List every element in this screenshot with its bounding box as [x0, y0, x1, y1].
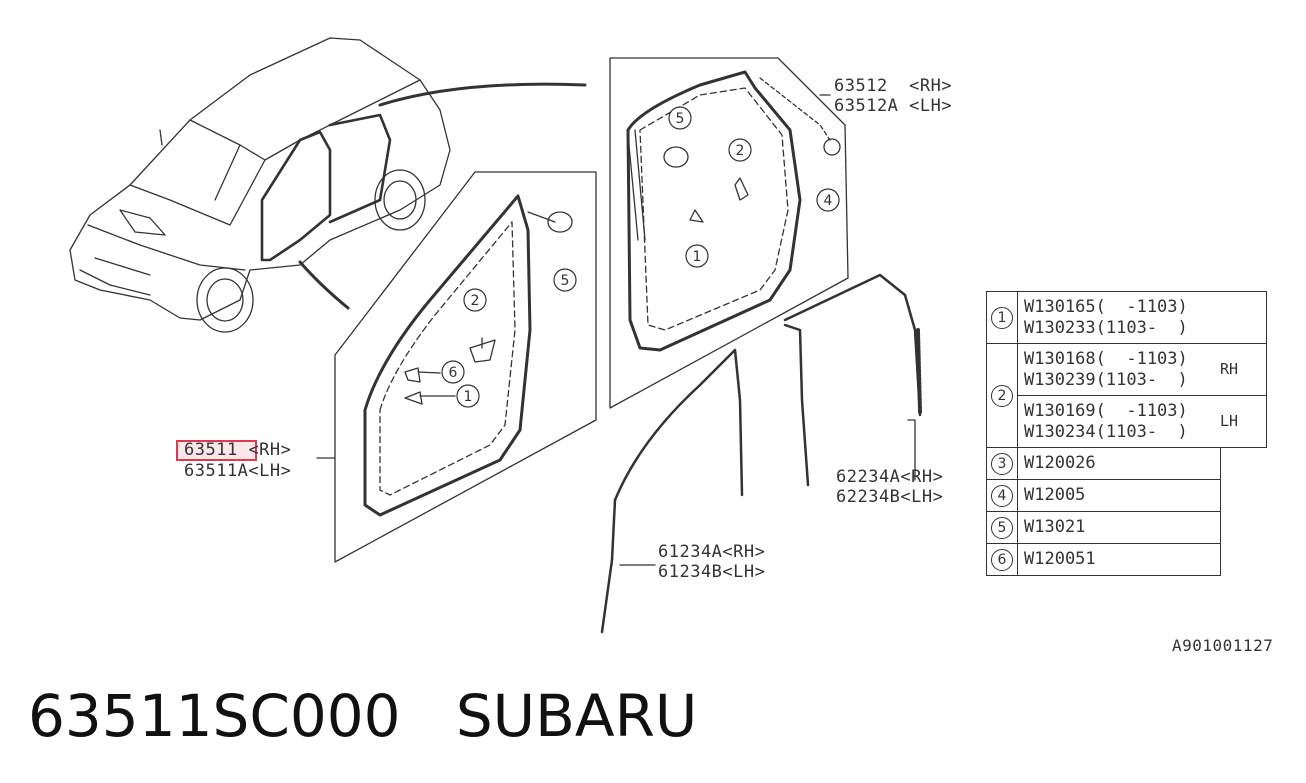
- part-code[interactable]: W130168( -1103): [1024, 348, 1188, 369]
- svg-text:1: 1: [464, 389, 473, 405]
- label-63511a-lh[interactable]: 63511A<LH>: [184, 461, 291, 481]
- part-code[interactable]: W130234(1103- ): [1024, 421, 1188, 442]
- circle-number: 2: [991, 384, 1013, 407]
- callout-circles: 5 2 6 1 5 2 1 4: [441, 106, 840, 408]
- circle-number: 4: [991, 484, 1013, 507]
- label-62234b-lh[interactable]: 62234B<LH>: [836, 487, 944, 507]
- label-61234b-lh[interactable]: 61234B<LH>: [658, 562, 766, 582]
- svg-text:5: 5: [676, 111, 685, 127]
- svg-text:2: 2: [736, 143, 745, 159]
- part-number-63511[interactable]: 63511: [184, 440, 238, 460]
- table-row: 1 W130165( -1103)W130233(1103- ): [986, 291, 1267, 344]
- part-code[interactable]: W120051: [1017, 543, 1221, 576]
- table-row: 6 W120051: [986, 543, 1267, 576]
- part-code[interactable]: W130239(1103- ): [1024, 369, 1188, 390]
- svg-text:6: 6: [449, 365, 458, 381]
- side-label: LH: [1220, 395, 1267, 448]
- table-row: 5 W13021: [986, 511, 1267, 544]
- front-door-panel: [334, 171, 597, 563]
- table-row: W130169( -1103)W130234(1103- ) LH: [987, 395, 1267, 448]
- lh-suffix: <LH>: [248, 461, 292, 481]
- footer-title: 63511SC000 SUBARU: [28, 682, 697, 750]
- parts-table: 1 W130165( -1103)W130233(1103- ) 2 W1301…: [986, 291, 1267, 576]
- highlight-box: [176, 440, 257, 461]
- svg-text:2: 2: [471, 293, 480, 309]
- circle-number: 6: [991, 548, 1013, 571]
- label-63511-rh[interactable]: 63511 <RH>: [184, 440, 291, 460]
- callout-2-front: 2: [463, 288, 487, 312]
- label-61234a-rh[interactable]: 61234A<RH>: [658, 542, 766, 562]
- part-code[interactable]: W130233(1103- ): [1024, 317, 1188, 338]
- part-number-63511a[interactable]: 63511A: [184, 461, 249, 481]
- callout-4-rear: 4: [816, 188, 840, 212]
- callout-1-rear: 1: [685, 244, 709, 268]
- callout-6-front: 6: [441, 360, 465, 384]
- callout-1-front: 1: [456, 384, 480, 408]
- callout-5-rear: 5: [668, 106, 692, 130]
- table-row: 2 W130168( -1103)W130239(1103- ) RH: [986, 343, 1267, 448]
- table-row: 4 W12005: [986, 479, 1267, 512]
- car-illustration: [69, 37, 451, 333]
- footer-part-number: 63511SC000: [28, 682, 401, 750]
- callout-5-front: 5: [553, 268, 577, 292]
- rear-door-panel: [609, 57, 849, 409]
- table-row: 3 W120026: [986, 447, 1267, 480]
- footer-brand: SUBARU: [455, 682, 698, 750]
- part-code[interactable]: W13021: [1017, 511, 1221, 544]
- reference-code: A901001127: [1172, 636, 1274, 655]
- circle-number: 3: [991, 452, 1013, 475]
- circle-number: 5: [991, 516, 1013, 539]
- svg-text:5: 5: [561, 273, 570, 289]
- label-63512-rh[interactable]: 63512 <RH>: [834, 76, 953, 96]
- part-code[interactable]: W130165( -1103): [1024, 296, 1188, 317]
- callout-2-rear: 2: [728, 138, 752, 162]
- part-code[interactable]: W12005: [1017, 479, 1221, 512]
- label-63512a-lh[interactable]: 63512A <LH>: [834, 96, 953, 116]
- part-code[interactable]: W130169( -1103): [1024, 400, 1188, 421]
- part-code[interactable]: W120026: [1017, 447, 1221, 480]
- side-label: RH: [1220, 343, 1267, 396]
- svg-text:4: 4: [824, 193, 833, 209]
- rh-suffix: <RH>: [248, 440, 292, 460]
- circle-number: 1: [991, 306, 1013, 329]
- svg-text:1: 1: [693, 249, 702, 265]
- label-62234a-rh[interactable]: 62234A<RH>: [836, 467, 944, 487]
